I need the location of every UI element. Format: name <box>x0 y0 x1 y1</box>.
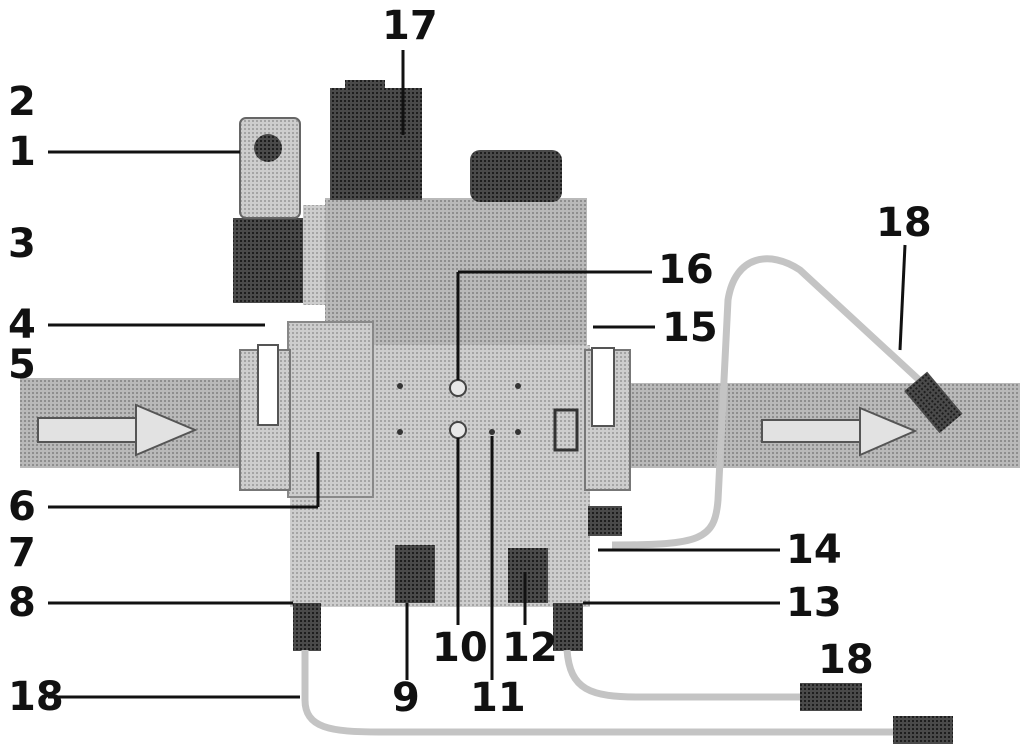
label-18-left: 18 <box>8 674 64 720</box>
label-10: 10 <box>432 625 488 671</box>
leader-lines <box>48 50 907 699</box>
impulse-line-right <box>611 255 933 549</box>
solenoid-coil <box>233 218 305 303</box>
label-14: 14 <box>786 527 842 573</box>
pressure-switch-9 <box>395 545 435 603</box>
label-12: 12 <box>502 625 558 671</box>
label-18-bottom-right: 18 <box>818 637 874 683</box>
label-7: 7 <box>8 530 36 576</box>
test-point-10 <box>449 421 467 439</box>
test-point-16 <box>449 379 467 397</box>
label-15: 15 <box>662 305 718 351</box>
connector-plug <box>239 117 301 219</box>
connector-screw <box>254 134 282 162</box>
label-4: 4 <box>8 302 36 348</box>
fitting-13 <box>553 603 583 651</box>
filter-housing <box>287 321 374 498</box>
label-17: 17 <box>382 3 438 49</box>
inlet-flow-arrow <box>37 403 198 457</box>
label-1: 1 <box>8 129 36 175</box>
pressure-switch-12 <box>508 548 548 603</box>
label-6: 6 <box>8 484 36 530</box>
outlet-flow-arrow <box>761 406 918 457</box>
impulse-line-bottom-left <box>301 650 895 736</box>
label-16: 16 <box>658 247 714 293</box>
fitting-8 <box>293 603 321 651</box>
label-3: 3 <box>8 221 36 267</box>
label-9: 9 <box>392 675 420 721</box>
fitting-14 <box>588 506 622 536</box>
label-5: 5 <box>8 342 36 388</box>
label-11: 11 <box>470 675 526 721</box>
rear-coil <box>470 150 562 202</box>
impulse-line-bottom-right <box>563 649 805 701</box>
solenoid-17 <box>330 88 422 200</box>
label-2: 2 <box>8 79 36 125</box>
label-18-right: 18 <box>876 200 932 246</box>
label-8: 8 <box>8 580 36 626</box>
label-13: 13 <box>786 580 842 626</box>
